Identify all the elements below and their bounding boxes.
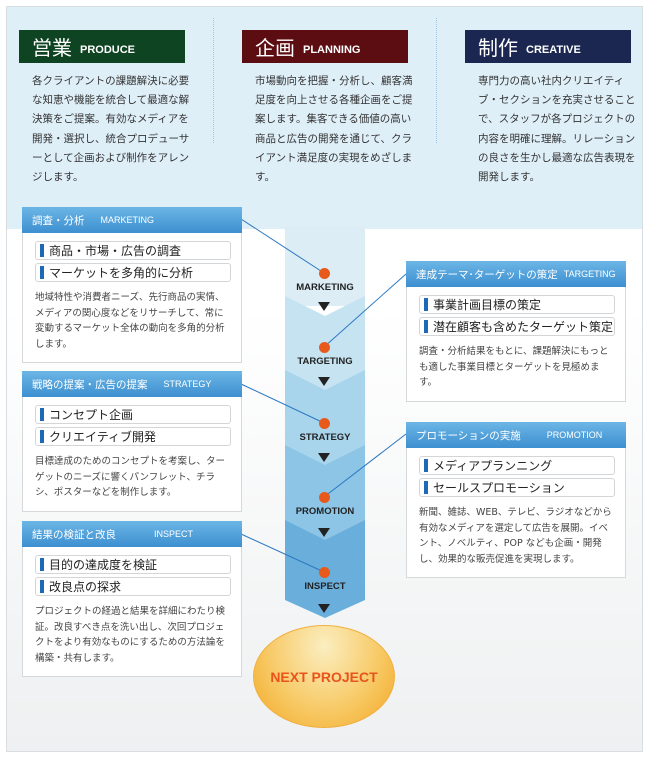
box-title: プロモーションの実施 (416, 429, 521, 442)
point-item: 潜在顧客も含めたターゲット策定 (419, 317, 615, 336)
box-title: 結果の検証と改良 (32, 528, 116, 541)
box-title-en: INSPECT (154, 529, 194, 539)
point-item: コンセプト企画 (35, 405, 231, 424)
point-item: 商品・市場・広告の調査 (35, 241, 231, 260)
header-jp: 制作 (478, 36, 518, 60)
planning-text: 市場動向を把握・分析し、顧客満足度を向上させる各種企画をご提案します。集客できる… (255, 75, 413, 184)
produce-text: 各クライアントの課題解決に必要な知恵や機能を統合して最適な解決策をご提案。有効な… (32, 75, 190, 184)
box-header: プロモーションの実施 PROMOTION (406, 422, 626, 448)
header-jp: 企画 (255, 36, 295, 60)
divider (436, 18, 437, 143)
box-strategy: 戦略の提案・広告の提案 STRATEGY コンセプト企画 クリエイティブ開発 目標… (22, 371, 242, 512)
box-title: 調査・分析 (32, 214, 85, 227)
point-item: マーケットを多角的に分析 (35, 263, 231, 282)
box-title-en: MARKETING (100, 215, 155, 225)
header-en: CREATIVE (526, 43, 581, 56)
box-targeting: 達成テーマ･ターゲットの策定 TARGETING 事業計画目標の策定 潜在顧客も含… (406, 261, 626, 402)
point-item: 事業計画目標の策定 (419, 295, 615, 314)
creative-text: 専門力の高い社内クリエイティブ・セクションを充実させることで、スタッフが各プロジ… (478, 75, 636, 184)
box-text: 調査・分析結果をもとに、課題解決にもっとも適した事業目標とターゲットを見極めます… (419, 346, 609, 388)
arrow-down-icon (318, 302, 330, 311)
flow-label-promotion: PROMOTION (295, 506, 355, 517)
box-title-en: TARGETING (563, 269, 616, 279)
flow-label-marketing: MARKETING (296, 282, 354, 293)
header-en: PRODUCE (80, 43, 136, 56)
flow-label-targeting: TARGETING (297, 356, 353, 367)
box-inspect: 結果の検証と改良 INSPECT 目的の達成度を検証 改良点の探求 プロジェクトの… (22, 521, 242, 677)
box-title-en: PROMOTION (546, 430, 603, 440)
flow-node-marketing (319, 268, 330, 279)
header-en: PLANNING (303, 43, 361, 56)
box-text: 地域特性や消費者ニーズ、先行商品の実情、メディアの関心度などをリサーチして、常に… (35, 292, 225, 350)
box-header: 調査・分析 MARKETING (22, 207, 242, 233)
point-item: クリエイティブ開発 (35, 427, 231, 446)
box-text: 目標達成のためのコンセプトを考案し、ターゲットのニーズに響くパンフレット、チラシ… (35, 456, 226, 498)
flow-node-promotion (319, 492, 330, 503)
box-header: 達成テーマ･ターゲットの策定 TARGETING (406, 261, 626, 287)
arrow-down-icon (318, 528, 330, 537)
box-header: 結果の検証と改良 INSPECT (22, 521, 242, 547)
box-text: プロジェクトの経過と結果を詳細にわたり検証。改良すべき点を洗い出し、次回プロジェ… (35, 606, 226, 664)
arrow-down-icon (318, 604, 330, 613)
box-title: 戦略の提案・広告の提案 (32, 378, 148, 391)
box-header: 戦略の提案・広告の提案 STRATEGY (22, 371, 242, 397)
box-promotion: プロモーションの実施 PROMOTION メディアプランニング セールスプロモーシ… (406, 422, 626, 578)
header-produce: 営業 PRODUCE (19, 30, 185, 63)
header-jp: 営業 (32, 36, 72, 60)
flow-label-inspect: INSPECT (304, 581, 346, 592)
point-item: セールスプロモーション (419, 478, 615, 497)
divider (213, 18, 214, 143)
arrow-down-icon (318, 453, 330, 462)
flow-node-targeting (319, 342, 330, 353)
flow-label-strategy: STRATEGY (299, 432, 351, 443)
flow-node-strategy (319, 418, 330, 429)
header-planning: 企画 PLANNING (242, 30, 408, 63)
point-item: メディアプランニング (419, 456, 615, 475)
point-item: 目的の達成度を検証 (35, 555, 231, 574)
box-title: 達成テーマ･ターゲットの策定 (416, 268, 558, 281)
next-project-badge: NEXT PROJECT (253, 625, 395, 728)
arrow-down-icon (318, 377, 330, 386)
point-item: 改良点の探求 (35, 577, 231, 596)
header-creative: 制作 CREATIVE (465, 30, 631, 63)
box-text: 新聞、雑誌、WEB、テレビ、ラジオなどから有効なメディアを選定して広告を展開。イ… (419, 507, 612, 565)
box-title-en: STRATEGY (163, 379, 212, 389)
flow-node-inspect (319, 567, 330, 578)
